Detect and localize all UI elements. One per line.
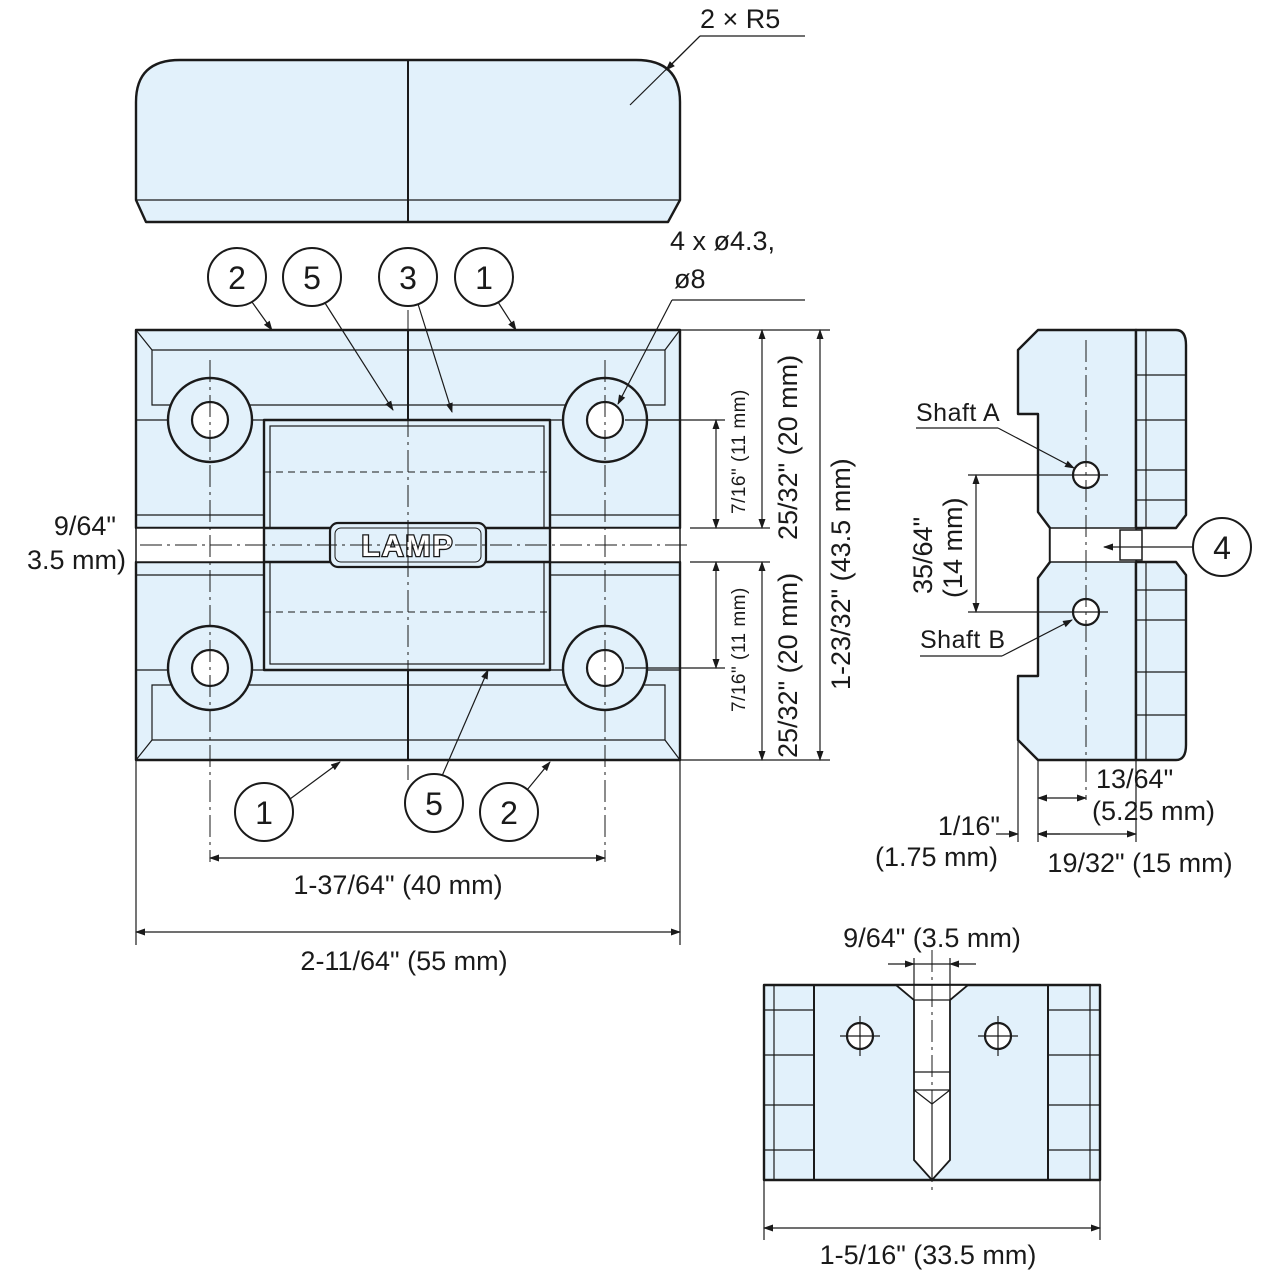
dim-lower-outer: 25/32" (20 mm) (773, 573, 803, 758)
dim-total-height: 1-23/32" (43.5 mm) (826, 458, 856, 690)
bottom-dim-gap: 9/64" (3.5 mm) (843, 923, 1021, 953)
balloon-top-3: 3 (378, 247, 453, 413)
radius-label: 2 × R5 (700, 4, 780, 34)
dim-flange-line1: 1/16" (938, 811, 1000, 841)
dim-depth: 19/32" (15 mm) (1047, 848, 1232, 878)
balloon-top-1: 1 (454, 247, 517, 331)
balloon-top-5: 5 (282, 247, 394, 411)
svg-text:5: 5 (303, 260, 321, 296)
svg-text:2: 2 (500, 795, 518, 831)
dim-gap-line2: 3.5 mm) (27, 545, 126, 575)
balloon-side-4: 4 (1103, 517, 1252, 577)
dim-shaft-spacing-line2: (14 mm) (938, 498, 968, 599)
dim-lower-inner: 7/16" (11 mm) (729, 587, 750, 712)
bottom-view: 9/64" (3.5 mm) 1-5/16" (33.5 mm) (762, 923, 1102, 1270)
hole-label-line1: 4 x ø4.3, (670, 226, 775, 256)
shaft-a-label: Shaft A (916, 399, 1000, 427)
dim-shaft-spacing-line1: 35/64" (908, 517, 938, 594)
balloon-bottom-5: 5 (404, 669, 489, 833)
svg-text:5: 5 (425, 786, 443, 822)
dim-flange-line2: (1.75 mm) (875, 842, 998, 872)
svg-text:4: 4 (1213, 530, 1231, 566)
hole-label-line2: ø8 (674, 264, 706, 294)
svg-text:3: 3 (399, 260, 417, 296)
top-view: 2 × R5 (134, 4, 805, 224)
balloon-bottom-2: 2 (479, 761, 551, 842)
balloon-top-2: 2 (207, 247, 273, 331)
svg-text:1: 1 (255, 795, 273, 831)
dim-gap-line1: 9/64" (54, 511, 116, 541)
side-view: 35/64" (14 mm) Shaft A Shaft B 4 13/64" … (875, 328, 1252, 878)
dim-offset-line2: (5.25 mm) (1092, 796, 1215, 826)
dim-upper-outer: 25/32" (20 mm) (773, 355, 803, 540)
svg-text:2: 2 (228, 260, 246, 296)
dim-hole-spacing: 1-37/64" (40 mm) (293, 870, 502, 900)
dim-upper-inner: 7/16" (11 mm) (729, 389, 750, 514)
hole-top-right (561, 376, 649, 464)
side-knuckles-upper (1134, 328, 1188, 530)
balloon-bottom-1: 1 (234, 761, 341, 842)
side-knuckles-lower (1134, 560, 1188, 762)
bottom-dim-width: 1-5/16" (33.5 mm) (820, 1240, 1037, 1270)
dim-offset-line1: 13/64" (1096, 764, 1173, 794)
front-view: LAMP 4 x ø4.3, ø8 (27, 226, 856, 976)
logo-text: LAMP (362, 530, 455, 563)
shaft-b-label: Shaft B (920, 626, 1006, 654)
dim-total-width: 2-11/64" (55 mm) (300, 946, 507, 976)
svg-text:1: 1 (475, 260, 493, 296)
